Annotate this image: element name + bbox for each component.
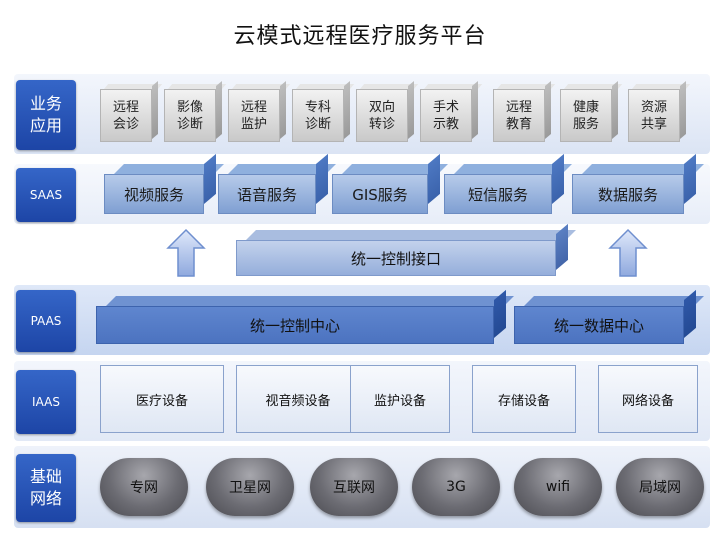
iaas-device-box: 医疗设备 xyxy=(100,365,224,433)
business-app-label: 远程 会诊 xyxy=(100,89,152,142)
business-app-label: 健康 服务 xyxy=(560,89,612,142)
up-arrow-icon xyxy=(166,228,206,277)
saas-service-label: 语音服务 xyxy=(218,174,316,214)
network-type-pill: 3G xyxy=(412,458,500,516)
unified-data-center-label: 统一数据中心 xyxy=(514,306,684,344)
business-app-cube: 双向 转诊 xyxy=(356,80,419,142)
network-type-pill: 局域网 xyxy=(616,458,704,516)
layer-label-business: 业务 应用 xyxy=(16,80,76,150)
saas-service-box: 短信服务 xyxy=(444,153,572,216)
saas-service-label: GIS服务 xyxy=(332,174,428,214)
up-arrow-icon xyxy=(608,228,648,277)
business-app-label: 资源 共享 xyxy=(628,89,680,142)
layer-label-network: 基础 网络 xyxy=(16,454,76,522)
saas-service-label: 视频服务 xyxy=(104,174,204,214)
layer-label-iaas-text: IAAS xyxy=(32,395,60,409)
business-app-label: 手术 示教 xyxy=(420,89,472,142)
business-app-label: 专科 诊断 xyxy=(292,89,344,142)
business-app-cube: 远程 监护 xyxy=(228,80,291,142)
unified-control-interface: 统一控制接口 xyxy=(236,223,576,278)
network-type-pill: 互联网 xyxy=(310,458,398,516)
unified-data-center: 统一数据中心 xyxy=(514,289,704,346)
iaas-device-box: 存储设备 xyxy=(472,365,576,433)
saas-service-label: 数据服务 xyxy=(572,174,684,214)
business-app-cube: 远程 教育 xyxy=(493,80,556,142)
business-app-cube: 资源 共享 xyxy=(628,80,691,142)
network-type-pill: 专网 xyxy=(100,458,188,516)
layer-label-iaas: IAAS xyxy=(16,370,76,434)
layer-label-paas: PAAS xyxy=(16,290,76,352)
saas-service-box: 语音服务 xyxy=(218,153,336,216)
unified-control-interface-label: 统一控制接口 xyxy=(236,240,556,276)
business-app-cube: 手术 示教 xyxy=(420,80,483,142)
saas-service-label: 短信服务 xyxy=(444,174,552,214)
saas-service-box: GIS服务 xyxy=(332,153,448,216)
unified-control-center-label: 统一控制中心 xyxy=(96,306,494,344)
unified-control-center: 统一控制中心 xyxy=(96,289,514,346)
business-app-cube: 健康 服务 xyxy=(560,80,623,142)
network-type-pill: 卫星网 xyxy=(206,458,294,516)
layer-label-paas-text: PAAS xyxy=(30,314,62,328)
layer-label-saas: SAAS xyxy=(16,168,76,222)
diagram-title: 云模式远程医疗服务平台 xyxy=(233,24,487,49)
business-app-label: 远程 监护 xyxy=(228,89,280,142)
network-type-pill: wifi xyxy=(514,458,602,516)
business-app-cube: 远程 会诊 xyxy=(100,80,163,142)
layer-label-business-text: 业务 应用 xyxy=(29,94,62,135)
saas-service-box: 数据服务 xyxy=(572,153,704,216)
business-app-cube: 专科 诊断 xyxy=(292,80,355,142)
business-app-label: 双向 转诊 xyxy=(356,89,408,142)
saas-service-box: 视频服务 xyxy=(104,153,224,216)
iaas-device-box: 视音频设备 xyxy=(236,365,360,433)
iaas-device-box: 网络设备 xyxy=(598,365,698,433)
business-app-label: 影像 诊断 xyxy=(164,89,216,142)
business-app-label: 远程 教育 xyxy=(493,89,545,142)
layer-label-network-text: 基础 网络 xyxy=(29,467,62,508)
business-app-cube: 影像 诊断 xyxy=(164,80,227,142)
layer-label-saas-text: SAAS xyxy=(29,188,63,202)
iaas-device-box: 监护设备 xyxy=(350,365,450,433)
